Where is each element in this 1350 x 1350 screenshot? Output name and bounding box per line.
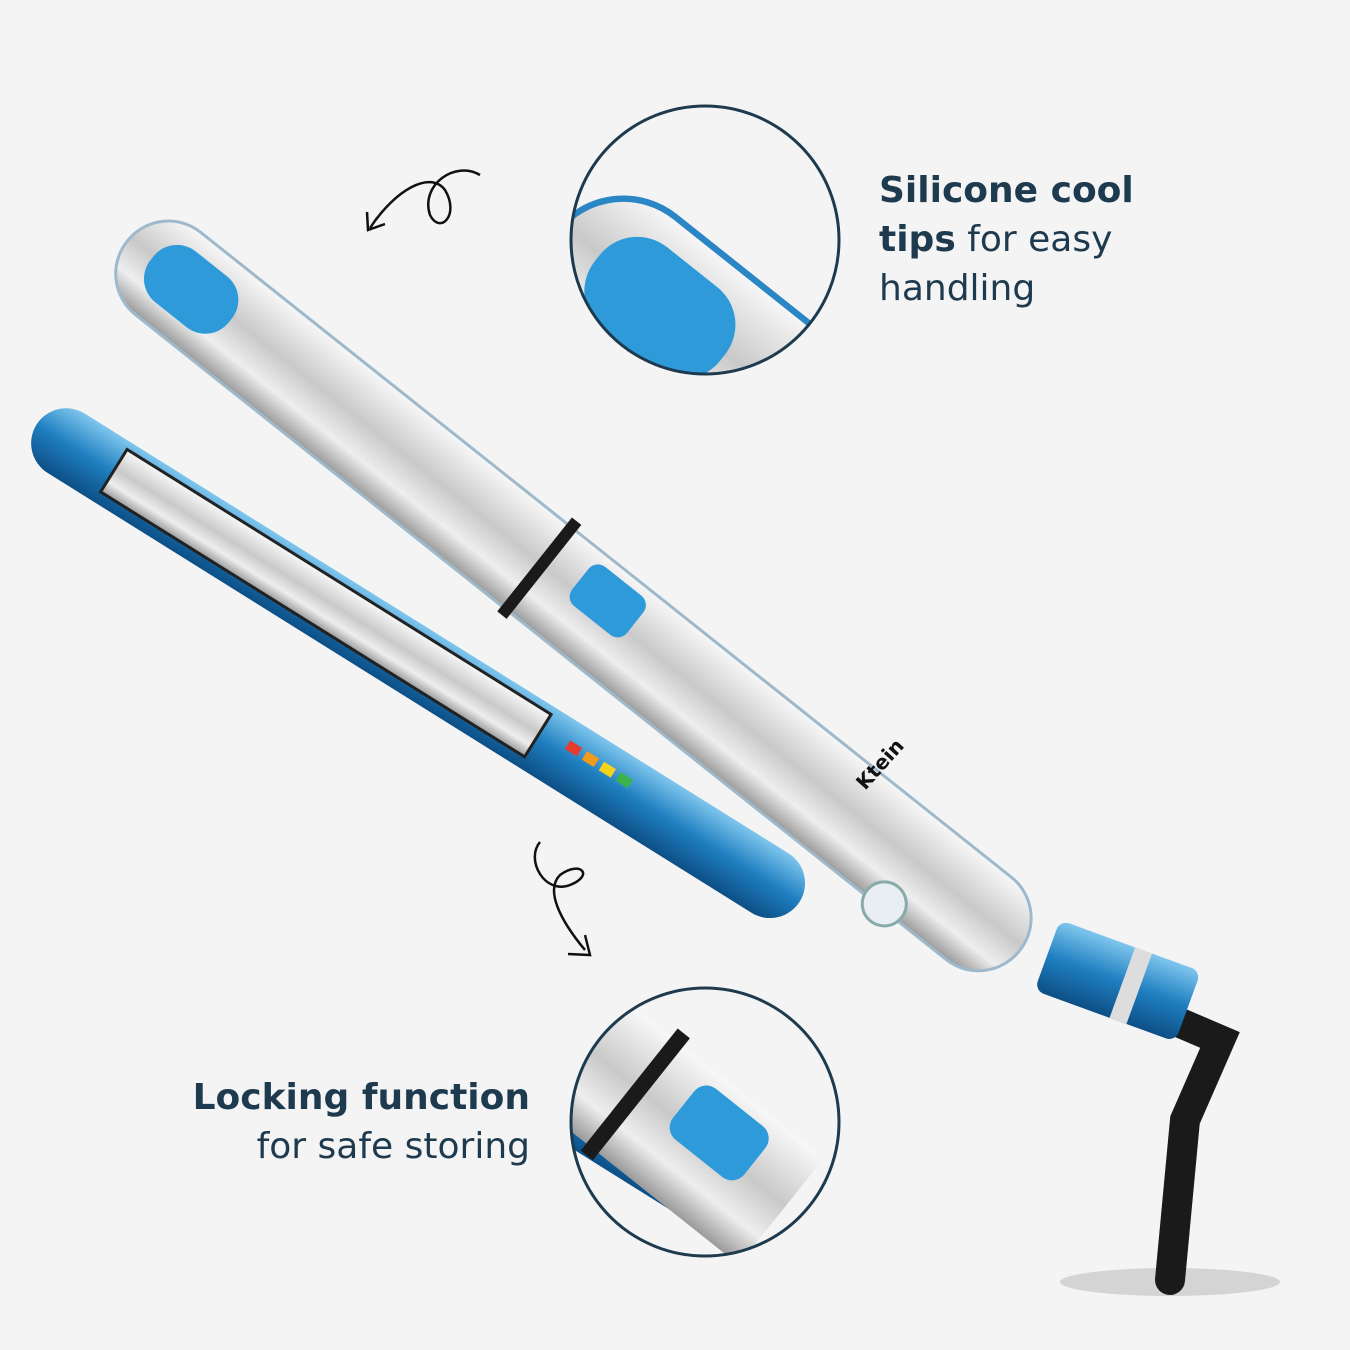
callout-title: Silicone cool	[879, 170, 1134, 211]
lower-arm	[31, 408, 806, 919]
swivel-base	[1037, 922, 1199, 1039]
callout-text: for easy	[955, 219, 1113, 260]
arrow-bottom-icon	[533, 841, 586, 951]
callout-silicone-tips: Silicone cool tips for easy handling	[879, 166, 1134, 313]
callout-text-2: handling	[879, 268, 1036, 309]
zoom-circle-tips	[569, 104, 841, 376]
callout-title: Locking function	[192, 1077, 530, 1118]
arrow-top-icon	[368, 169, 481, 229]
upper-arm	[114, 219, 1033, 973]
lock-slider	[569, 564, 646, 638]
zoom-circle-lock	[569, 986, 841, 1258]
power-cord	[1135, 995, 1240, 1295]
callout-locking: Locking function for safe storing	[193, 1073, 530, 1171]
callout-title-2: tips	[879, 219, 956, 260]
temperature-dial	[860, 880, 908, 928]
silicone-cool-tip	[143, 244, 239, 334]
callout-text: for safe storing	[256, 1126, 530, 1167]
